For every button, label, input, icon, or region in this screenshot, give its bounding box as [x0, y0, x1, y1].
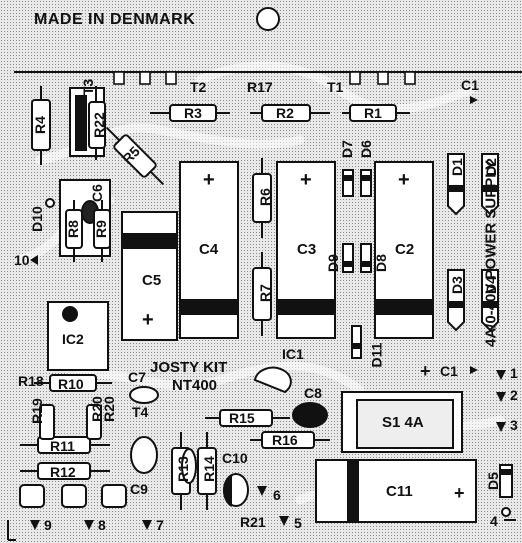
terminal-3-label: 3 [510, 417, 518, 433]
r12-label: R12 [50, 464, 76, 480]
ic2-label: IC2 [62, 331, 84, 347]
d10-label: D10 [28, 206, 45, 232]
c3-plus: + [300, 169, 312, 191]
r20-label-2: R20 [100, 396, 117, 422]
r8-label: R8 [64, 220, 81, 238]
r9-label: R9 [92, 220, 109, 238]
r14-label: R14 [200, 456, 217, 482]
terminal-8-label: 8 [98, 517, 106, 533]
mounting-hole [256, 7, 280, 31]
terminal-7-label: 7 [156, 517, 164, 533]
c11-label: C11 [386, 483, 413, 500]
d7-label: D7 [338, 140, 355, 158]
terminal-1-label: 1 [510, 365, 518, 381]
r18-label: R18 [18, 373, 44, 389]
r2-label: R2 [276, 105, 294, 121]
r17-label: R17 [247, 79, 273, 95]
made-in-label: MADE IN DENMARK [34, 11, 196, 28]
c11-plus: + [454, 483, 465, 503]
c9-label: C9 [130, 481, 148, 497]
r21-label: R21 [240, 514, 266, 530]
r16-label: R16 [272, 432, 298, 448]
c5-plus: + [142, 309, 154, 331]
d11-label: D11 [368, 342, 385, 368]
c4-label: C4 [199, 241, 219, 258]
switch-label: S1 4A [382, 414, 424, 431]
r4-label: R4 [31, 116, 48, 134]
c4-plus: + [203, 169, 215, 191]
r3-label: R3 [184, 105, 202, 121]
terminal-10-label: 10 [14, 252, 30, 268]
r15-label: R15 [229, 410, 255, 426]
d1-label: D1 [448, 158, 465, 176]
r1-label: R1 [364, 105, 382, 121]
t1-label: T1 [327, 79, 344, 95]
terminal-5-label: 5 [294, 515, 302, 531]
kit-name: JOSTY KIT [150, 359, 228, 376]
kit-model: NT400 [172, 377, 218, 394]
d5-label: D5 [484, 472, 501, 490]
terminal-4-label: 4 [490, 513, 498, 529]
c2-label: C2 [395, 241, 415, 258]
c1-lower-label: C1 [440, 363, 458, 379]
r6-label: R6 [256, 188, 273, 206]
c8-label: C8 [304, 385, 322, 401]
r19-label: R19 [28, 398, 45, 424]
ic1-label: IC1 [282, 346, 304, 362]
d6-label: D6 [357, 140, 374, 158]
r7-label: R7 [256, 284, 273, 302]
terminal-9-label: 9 [44, 517, 52, 533]
c1-top-label: C1 [461, 77, 479, 93]
d9-label: D9 [324, 254, 341, 272]
board-title: 4A/0-40V POWER SUPPLY [482, 160, 500, 348]
c2-plus: + [398, 169, 410, 191]
t2-label: T2 [190, 79, 207, 95]
c3-label: C3 [297, 241, 317, 258]
c10-label: C10 [222, 450, 248, 466]
t4-label: T4 [132, 404, 149, 420]
r13-label: R13 [174, 456, 191, 482]
d8-label: D8 [372, 254, 389, 272]
c5-label: C5 [142, 272, 162, 289]
r11-label: R11 [50, 438, 75, 454]
r22-label: R22 [90, 112, 107, 138]
c6-label: C6 [88, 184, 105, 202]
r10-label: R10 [58, 376, 84, 392]
c1-plus: + [420, 361, 431, 381]
c7-label: C7 [128, 369, 146, 385]
terminal-6-label: 6 [273, 487, 281, 503]
t3-label: T3 [80, 78, 97, 96]
d3-label: D3 [448, 276, 465, 294]
terminal-2-label: 2 [510, 387, 518, 403]
